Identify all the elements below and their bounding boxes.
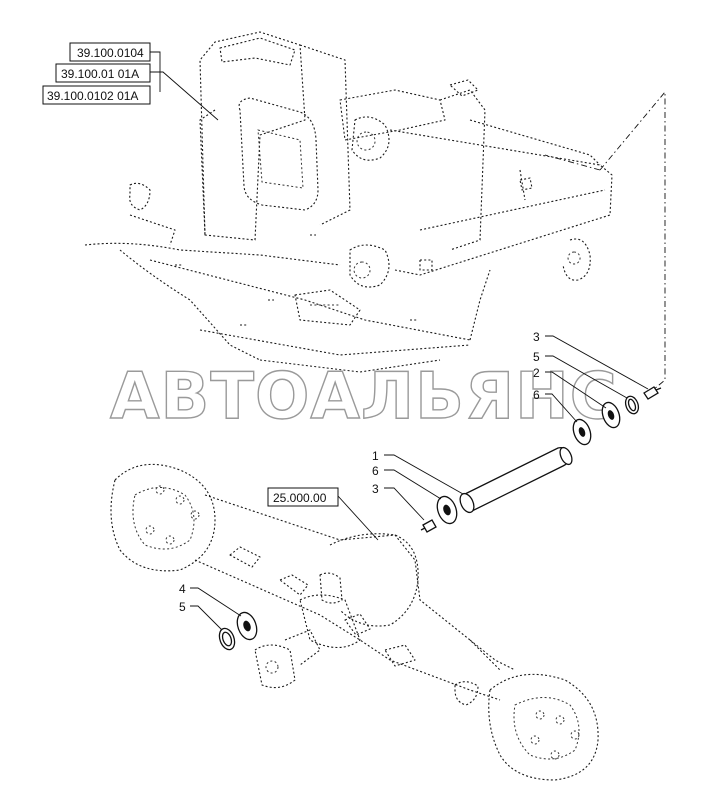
watermark-text: АВТОАЛЬЯНС xyxy=(110,360,618,434)
assembly-centerline-top xyxy=(544,154,601,171)
snap-ring-lower xyxy=(218,627,236,651)
axle-outline xyxy=(110,463,599,781)
reference-label: 39.100.0102 01A xyxy=(47,89,138,103)
pivot-pin xyxy=(459,446,573,514)
callout-2-upper: 2 xyxy=(533,366,540,380)
callout-3-upper: 3 xyxy=(533,330,540,344)
callout-4: 4 xyxy=(179,582,186,596)
upper-fastener-stack xyxy=(572,386,662,446)
reference-box-frame-1[interactable]: 39.100.0104 xyxy=(69,42,151,62)
reference-box-frame-3[interactable]: 39.100.0102 01A xyxy=(42,85,151,105)
callout-1: 1 xyxy=(372,449,379,463)
grease-fitting-upper xyxy=(643,386,659,400)
reference-box-axle[interactable]: 25.000.00 xyxy=(267,487,339,507)
callout-6-mid: 6 xyxy=(372,464,379,478)
callout-6-upper: 6 xyxy=(533,388,540,402)
assembly-centerline xyxy=(599,90,666,391)
leader-lines xyxy=(150,51,649,631)
reference-label: 25.000.00 xyxy=(273,491,327,505)
callout-3-mid: 3 xyxy=(372,482,379,496)
grease-fitting-mid xyxy=(422,519,437,533)
frame-outline xyxy=(84,31,613,373)
reference-label: 39.100.01 01A xyxy=(61,67,139,81)
reference-box-frame-2[interactable]: 39.100.01 01A xyxy=(55,63,151,83)
callout-5-lower: 5 xyxy=(179,600,186,614)
callout-5-upper: 5 xyxy=(533,350,540,364)
reference-label: 39.100.0104 xyxy=(77,46,144,60)
